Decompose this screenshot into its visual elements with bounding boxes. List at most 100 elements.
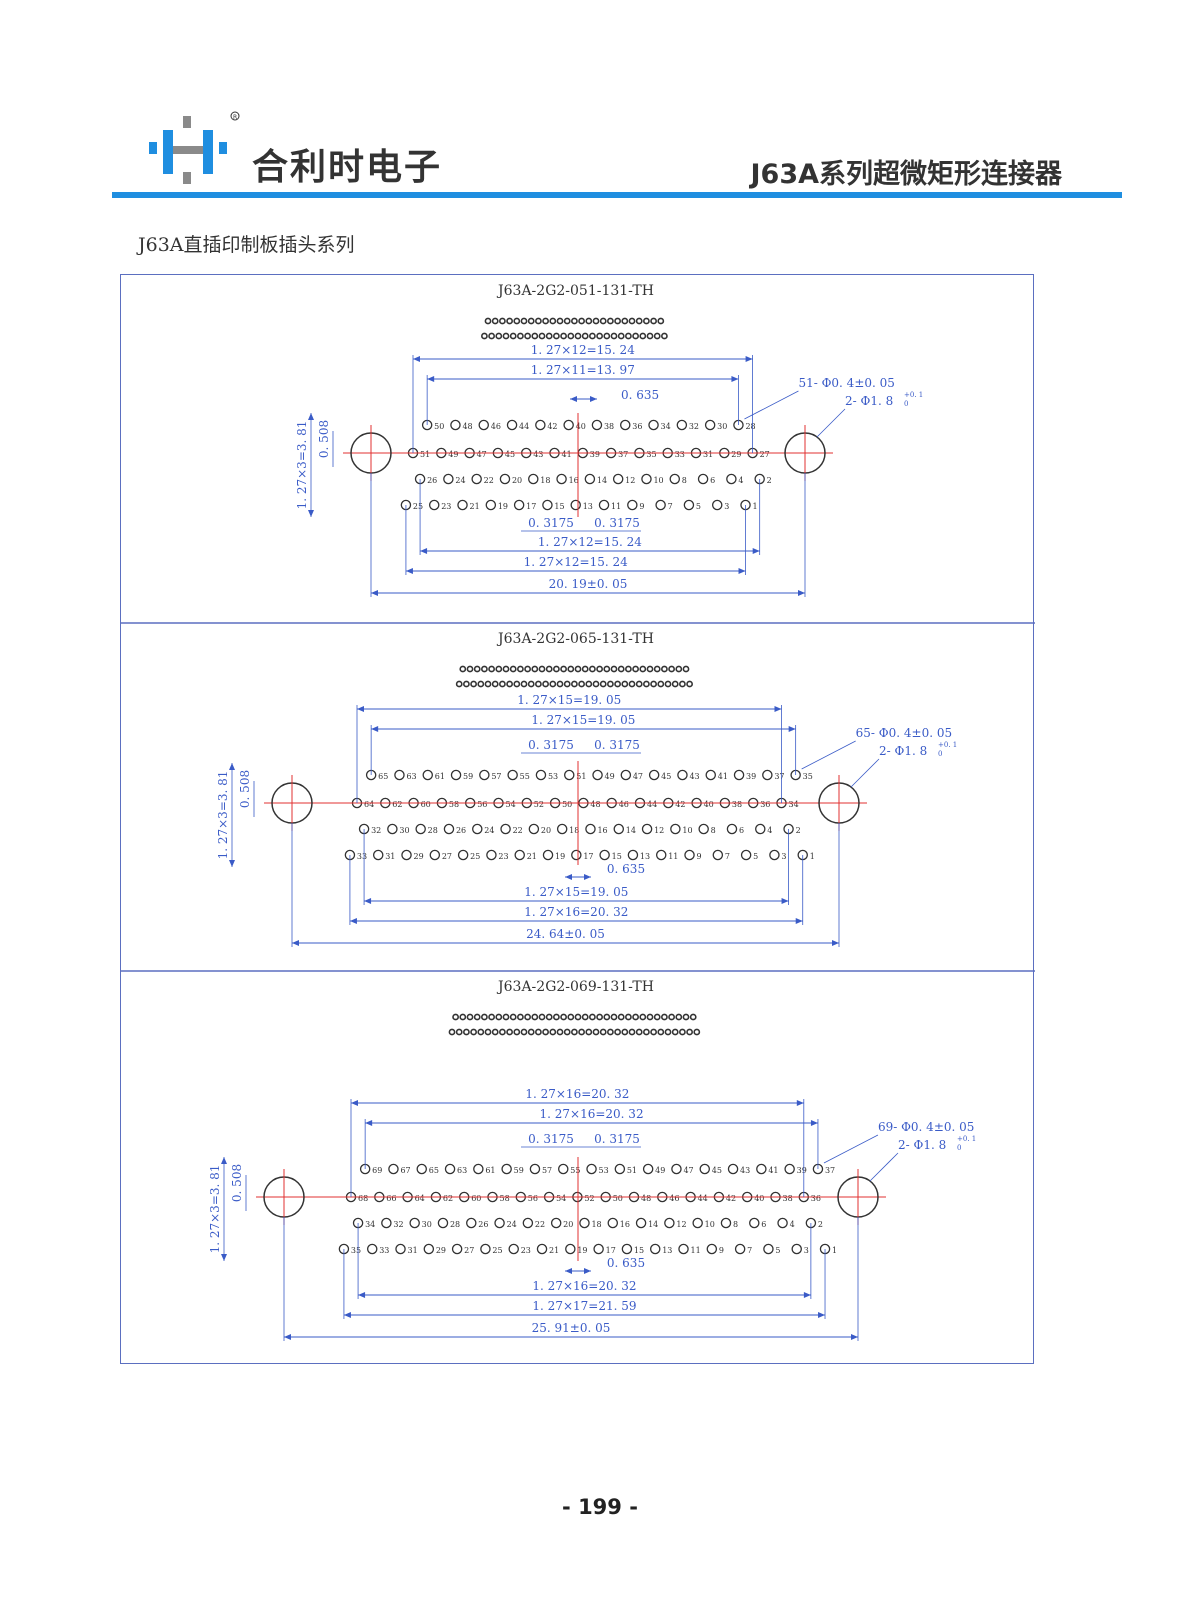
pin-label: 1	[832, 1246, 837, 1255]
top-view-pin	[488, 332, 495, 340]
pin-label: 49	[655, 1166, 665, 1175]
pin-label: 46	[491, 422, 501, 431]
pin-label: 44	[647, 800, 657, 809]
pin-hole	[536, 1243, 548, 1255]
pin-hole	[699, 1163, 711, 1175]
pin-hole	[619, 419, 631, 431]
pin-hole	[522, 1217, 534, 1229]
top-view-pin	[484, 317, 492, 325]
top-view-pin	[495, 665, 503, 673]
dim-bottom2-arrow-left	[349, 918, 357, 924]
top-view-pin	[502, 332, 510, 340]
top-view-pin	[549, 317, 557, 325]
top-view-pin	[552, 665, 560, 673]
top-view-pin	[452, 1013, 459, 1021]
pin-hole	[598, 499, 610, 511]
mount-tolerance-upper: +0. 1	[904, 391, 923, 399]
pin-hole	[584, 473, 596, 485]
pin-label: 23	[441, 502, 451, 511]
pin-label: 53	[548, 772, 558, 781]
pin-label: 28	[450, 1220, 460, 1229]
top-view-pin	[682, 1013, 690, 1021]
pin-label: 2	[767, 476, 772, 485]
part-number: J63A-2G2-051-131-TH	[496, 283, 654, 299]
dim-bottom1-label: 1. 27×12=15. 24	[538, 535, 642, 549]
pin-label: 48	[590, 800, 600, 809]
pin-label: 51	[420, 450, 430, 459]
pin-hole	[585, 823, 596, 835]
pin-hole	[664, 1217, 675, 1229]
pin-label: 45	[505, 450, 515, 459]
pin-label: 18	[569, 826, 579, 835]
pin-hole	[416, 1163, 427, 1175]
pin-hole	[415, 823, 426, 835]
pin-hole	[599, 849, 610, 861]
pin-label: 52	[534, 800, 544, 809]
pin-label: 23	[498, 852, 508, 861]
top-view-pin	[567, 665, 575, 673]
top-view-pin	[628, 317, 636, 325]
top-view-pin	[679, 1028, 686, 1036]
pin-label: 56	[528, 1194, 538, 1203]
pin-label: 41	[718, 772, 728, 781]
dim-top1-label: 1. 27×12=15. 24	[531, 343, 635, 357]
pin-label: 1	[753, 502, 758, 511]
top-view-pin	[556, 680, 564, 688]
pin-label: 6	[739, 826, 744, 835]
top-view-pin	[632, 332, 639, 340]
dim-bottom2-arrow-left	[343, 1312, 351, 1318]
dim-gap-bottom-arrow-right	[584, 1268, 591, 1274]
pin-hole	[486, 849, 497, 861]
top-view-pin	[671, 1028, 679, 1036]
pin-label: 3	[724, 502, 729, 511]
top-view-pin	[513, 317, 521, 325]
dim-top1-label: 1. 27×15=19. 05	[517, 693, 621, 707]
pin-hole	[591, 419, 603, 431]
pin-hole	[394, 769, 405, 781]
top-view-pin	[524, 1013, 531, 1021]
pin-label: 62	[392, 800, 402, 809]
pin-label: 24	[507, 1220, 517, 1229]
top-view-pin	[484, 1028, 492, 1036]
row-pitch-label: 0. 508	[238, 770, 252, 808]
pin-hole	[508, 1243, 519, 1255]
pin-hole	[443, 823, 455, 835]
pin-label: 43	[740, 1166, 750, 1175]
pin-label: 55	[570, 1166, 580, 1175]
top-view-pin	[675, 665, 683, 673]
top-view-pin	[581, 332, 589, 340]
pin-label: 42	[726, 1194, 736, 1203]
pin-label: 37	[825, 1166, 835, 1175]
dim-bottom1-arrow-left	[358, 1292, 366, 1298]
dim-top2-arrow-left	[427, 376, 435, 382]
pin-label: 47	[683, 1166, 693, 1175]
pin-label: 36	[632, 422, 642, 431]
top-view-pin	[617, 665, 625, 673]
top-view-pin	[502, 665, 510, 673]
top-view-pin	[531, 665, 539, 673]
dim-top1-arrow-right	[745, 356, 753, 362]
top-view-pin	[491, 1028, 499, 1036]
dim-overall-label: 24. 64±0. 05	[526, 927, 605, 941]
pin-hole	[499, 473, 511, 485]
pin-label: 9	[697, 852, 702, 861]
pin-label: 29	[436, 1246, 446, 1255]
dim-bottom1-arrow-left	[420, 548, 428, 554]
pin-hole	[542, 499, 553, 511]
pin-label: 26	[456, 826, 466, 835]
top-view-pin	[491, 317, 499, 325]
dim-top1-label: 1. 27×16=20. 32	[525, 1087, 629, 1101]
height-arrow-top	[308, 413, 314, 420]
dim-bottom2-label: 1. 27×17=21. 59	[532, 1299, 636, 1313]
dim-top2-label: 1. 27×15=19. 05	[531, 713, 635, 727]
pin-hole	[726, 823, 738, 835]
pin-hole	[683, 499, 695, 511]
dim-bottom2-label: 1. 27×12=15. 24	[524, 555, 628, 569]
pin-hole	[698, 823, 709, 835]
dim-bottom2-arrow-right	[795, 918, 803, 924]
pin-label: 15	[634, 1246, 644, 1255]
pin-hole	[762, 769, 773, 781]
pin-label: 20	[541, 826, 551, 835]
